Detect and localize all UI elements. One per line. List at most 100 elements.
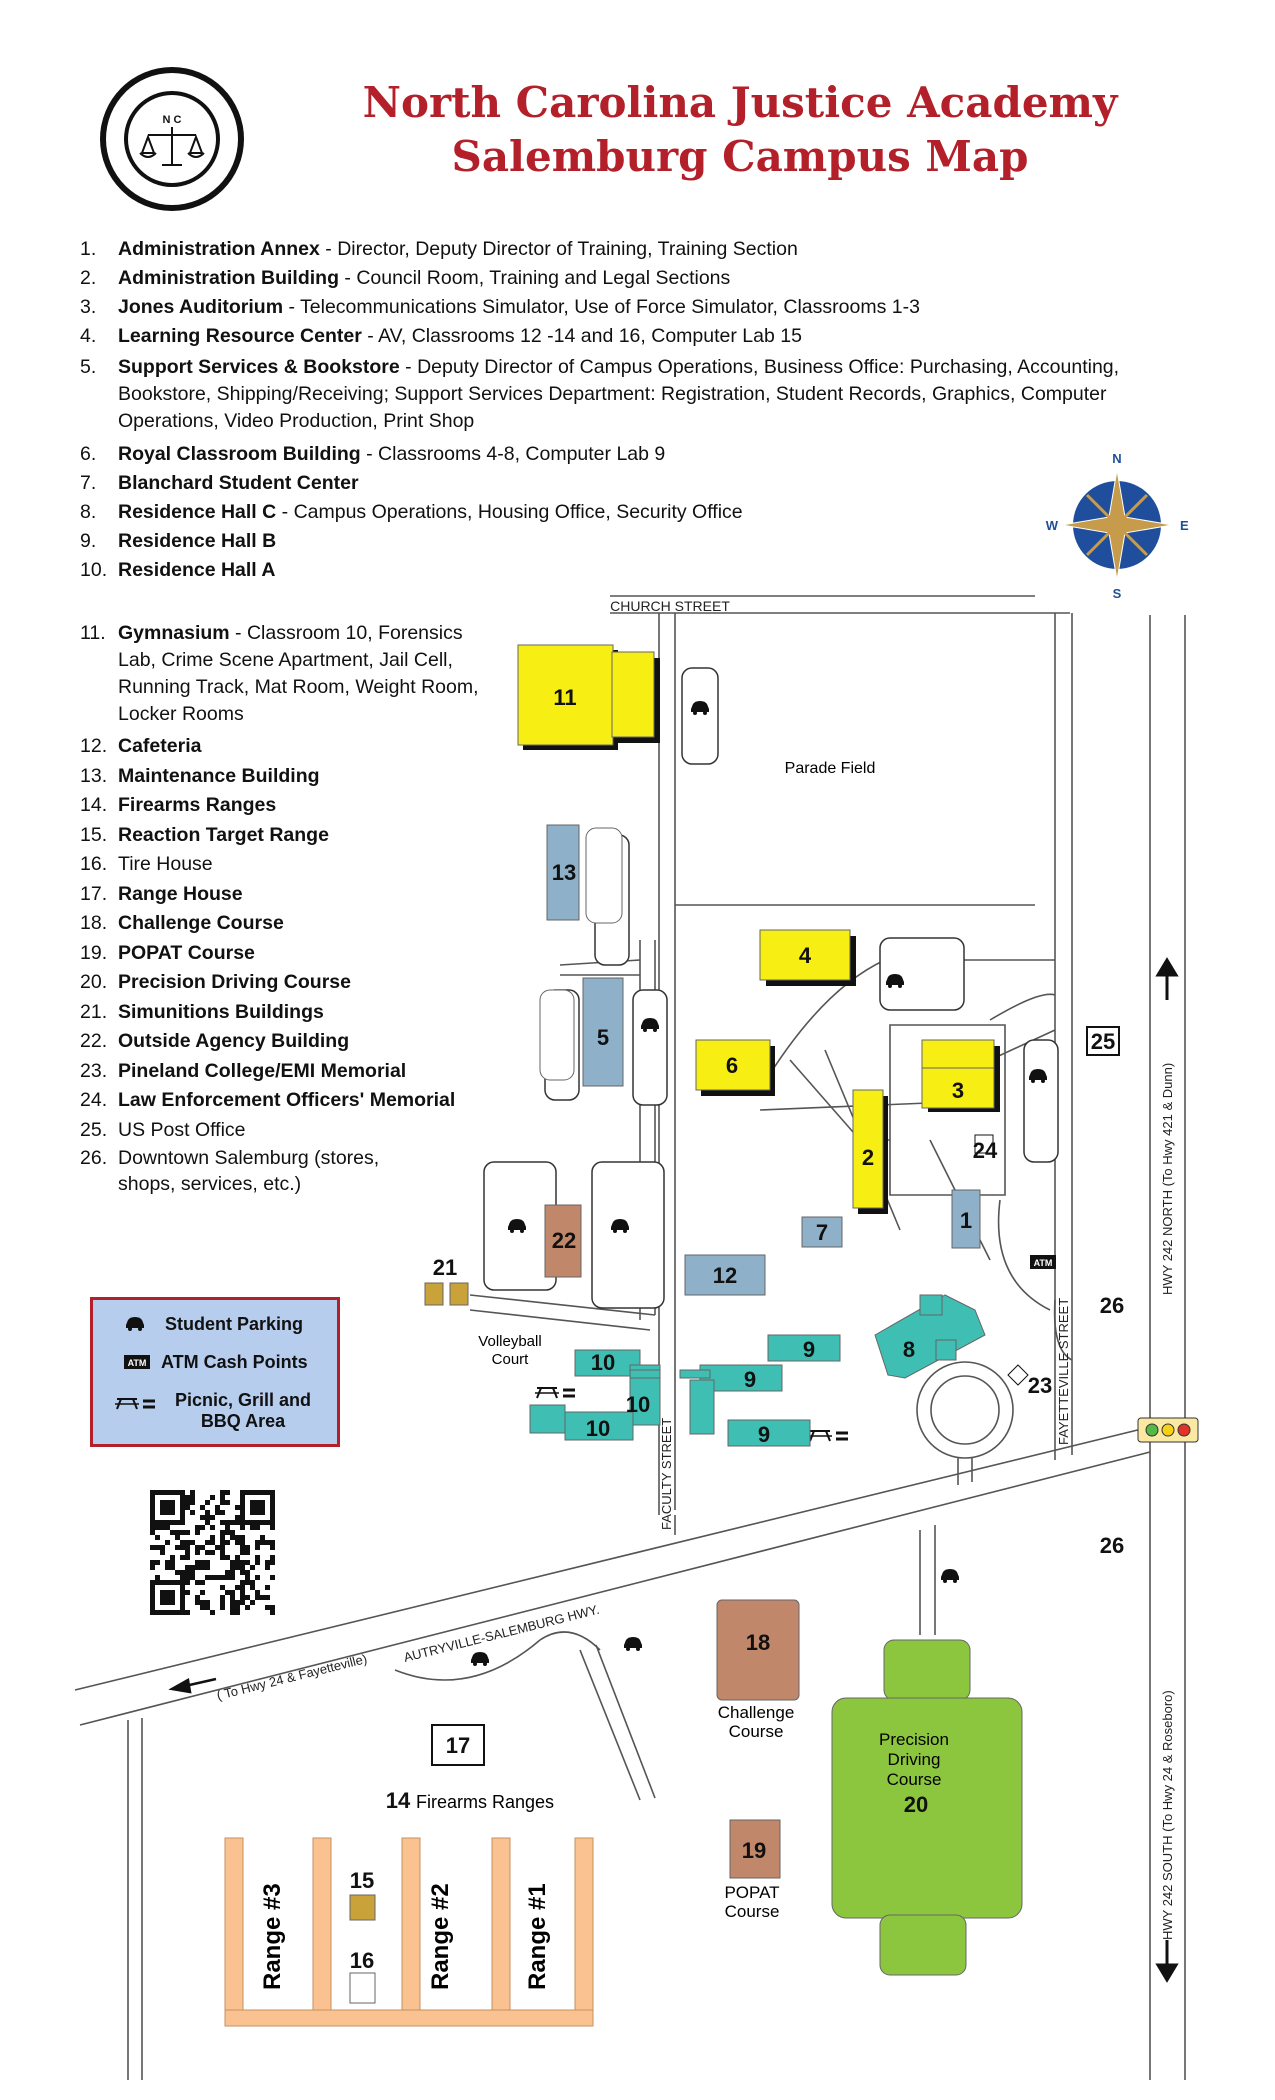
key-atm-label: ATM Cash Points [161,1352,308,1372]
building-number: 24 [973,1138,998,1163]
west-arrow-icon [168,1677,217,1694]
picnic-area-icon [806,1429,850,1443]
building-number: 21 [433,1255,457,1280]
firearms-ranges-14 [224,1837,594,2027]
range-2-label: Range #2 [427,1883,454,1990]
building-11 [517,644,660,750]
legend-item-desc: - Campus Operations, Housing Office, Sec… [276,501,743,523]
building-2 [852,1089,888,1214]
legend-item-text: Residence Hall B [118,527,276,556]
legend-item-number: 2. [80,267,97,289]
legend-item-name: Residence Hall B [118,530,277,552]
legend-item: 7.Blanchard Student Center [80,469,1210,498]
compass-rose-icon: N S W E [1046,451,1189,601]
legend-item-text: Support Services & Bookstore - Deputy Di… [118,354,1210,435]
legend-item-desc: - Council Room, Training and Legal Secti… [338,267,731,289]
building-number: 10 [586,1416,610,1441]
atm-key-icon: ATM [124,1355,150,1369]
building-number: 16 [350,1948,374,1973]
legend-item-number: 19. [80,941,108,964]
building-number: 13 [552,860,576,885]
legend-item: 5.Support Services & Bookstore - Deputy … [80,354,1210,435]
building-number: 9 [803,1337,815,1362]
road-network [74,595,1186,2080]
parking-car-icon [941,1569,959,1583]
range-3-label: Range #3 [259,1883,286,1990]
building-number: 26 [1100,1293,1124,1318]
legend-item-number: 10. [80,559,108,581]
building-number: 11 [553,685,576,710]
compass-e: E [1180,518,1189,533]
traffic-light-icon [1137,1417,1199,1443]
legend-item-text: Jones Auditorium - Telecommunications Si… [118,293,920,322]
legend-item-name: Challenge Course [118,912,284,934]
legend-item: 14.Firearms Ranges [80,791,520,821]
legend-item-text: Learning Resource Center - AV, Classroom… [118,322,802,351]
legend-item-name: Pineland College/EMI Memorial [118,1059,407,1082]
post-office-25 [1086,1026,1120,1056]
legend-item-number: 24. [80,1089,108,1111]
building-number: 9 [744,1367,756,1392]
range-house-17 [431,1724,485,1766]
legend-item-name: Gymnasium [118,622,230,644]
legend-item-text: Tire House [118,850,213,880]
range-1-label: Range #1 [524,1883,551,1990]
legend-item-text: Maintenance Building [118,762,320,792]
legend-top-list: 1.Administration Annex - Director, Deput… [80,235,1210,585]
legend-item-number: 8. [80,501,97,523]
legend-item: 12.Cafeteria [80,732,520,762]
legend-item-name: Range House [118,882,243,905]
legend-item-desc: Tire House [118,853,213,875]
legend-item-number: 23. [80,1059,108,1082]
legend-item-text: Precision Driving Course [118,968,351,998]
legend-item-number: 25. [80,1118,108,1141]
legend-item-name: Support Services & Bookstore [118,356,400,378]
legend-item-number: 21. [80,1000,108,1023]
building-number: 20 [904,1792,928,1817]
legend-item-number: 12. [80,735,108,757]
building-number: 19 [742,1838,766,1863]
legend-item-name: Precision Driving Course [118,971,351,993]
reaction-target-range-15 [349,1894,376,1921]
atm-icon: ATM [1030,1255,1056,1269]
legend-item-name: Residence Hall C [118,501,277,523]
legend-item: 25. US Post Office [80,1116,520,1146]
legend-item-name: Administration Annex [118,238,320,260]
legend-item: 4. Learning Resource Center - AV, Classro… [80,322,1210,351]
legend-item-number: 4. [80,325,97,347]
legend-item: 22.Outside Agency Building [80,1027,520,1057]
building-3 [921,1039,1000,1112]
legend-item-name: Learning Resource Center [118,325,362,347]
building-number: 5 [597,1025,609,1050]
legend-item-text: US Post Office [118,1116,246,1146]
legend-item-text: Simunitions Buildings [118,998,324,1028]
compass-s: S [1113,586,1122,601]
legend-item-desc: - AV, Classrooms 12 -14 and 16, Computer… [361,325,802,347]
legend-item: 9.Residence Hall B [80,527,1210,556]
legend-item-number: 20. [80,971,108,993]
challenge-course-18 [716,1599,800,1701]
building-number: 6 [726,1053,738,1078]
seal-center-text: N C [163,114,182,126]
compass-n: N [1112,451,1121,466]
legend-item-text: Law Enforcement Officers' Memorial [118,1086,455,1116]
legend-item-text: Residence Hall C - Campus Operations, Ho… [118,498,743,527]
autryville-note-label: ( To Hwy 24 & Fayetteville) [215,1651,368,1703]
building-7 [801,1216,843,1248]
legend-item-number: 13. [80,764,108,787]
legend-item: 15.Reaction Target Range [80,821,520,851]
fayetteville-street-label: FAYETTEVILLE STREET [1056,1298,1071,1445]
legend-item-text: Gymnasium - Classroom 10, Forensics Lab,… [118,620,500,728]
legend-item-name: Firearms Ranges [118,794,277,816]
legend-item-name: Administration Building [118,267,339,289]
building-5 [539,977,624,1087]
legend-item-name: POPAT Course [118,941,255,964]
picnic-key-icon [113,1397,157,1411]
building-number: 14 [386,1788,411,1813]
building-number: 10 [591,1350,615,1375]
justice-seal-logo: DEPARTMENT OF JUSTICE JUSTICE ACADEMY N … [100,67,244,211]
legend-item-desc: - Telecommunications Simulator, Use of F… [283,296,920,318]
legend-item-text: Pineland College/EMI Memorial [118,1057,406,1087]
tire-house-16 [349,1972,376,2004]
